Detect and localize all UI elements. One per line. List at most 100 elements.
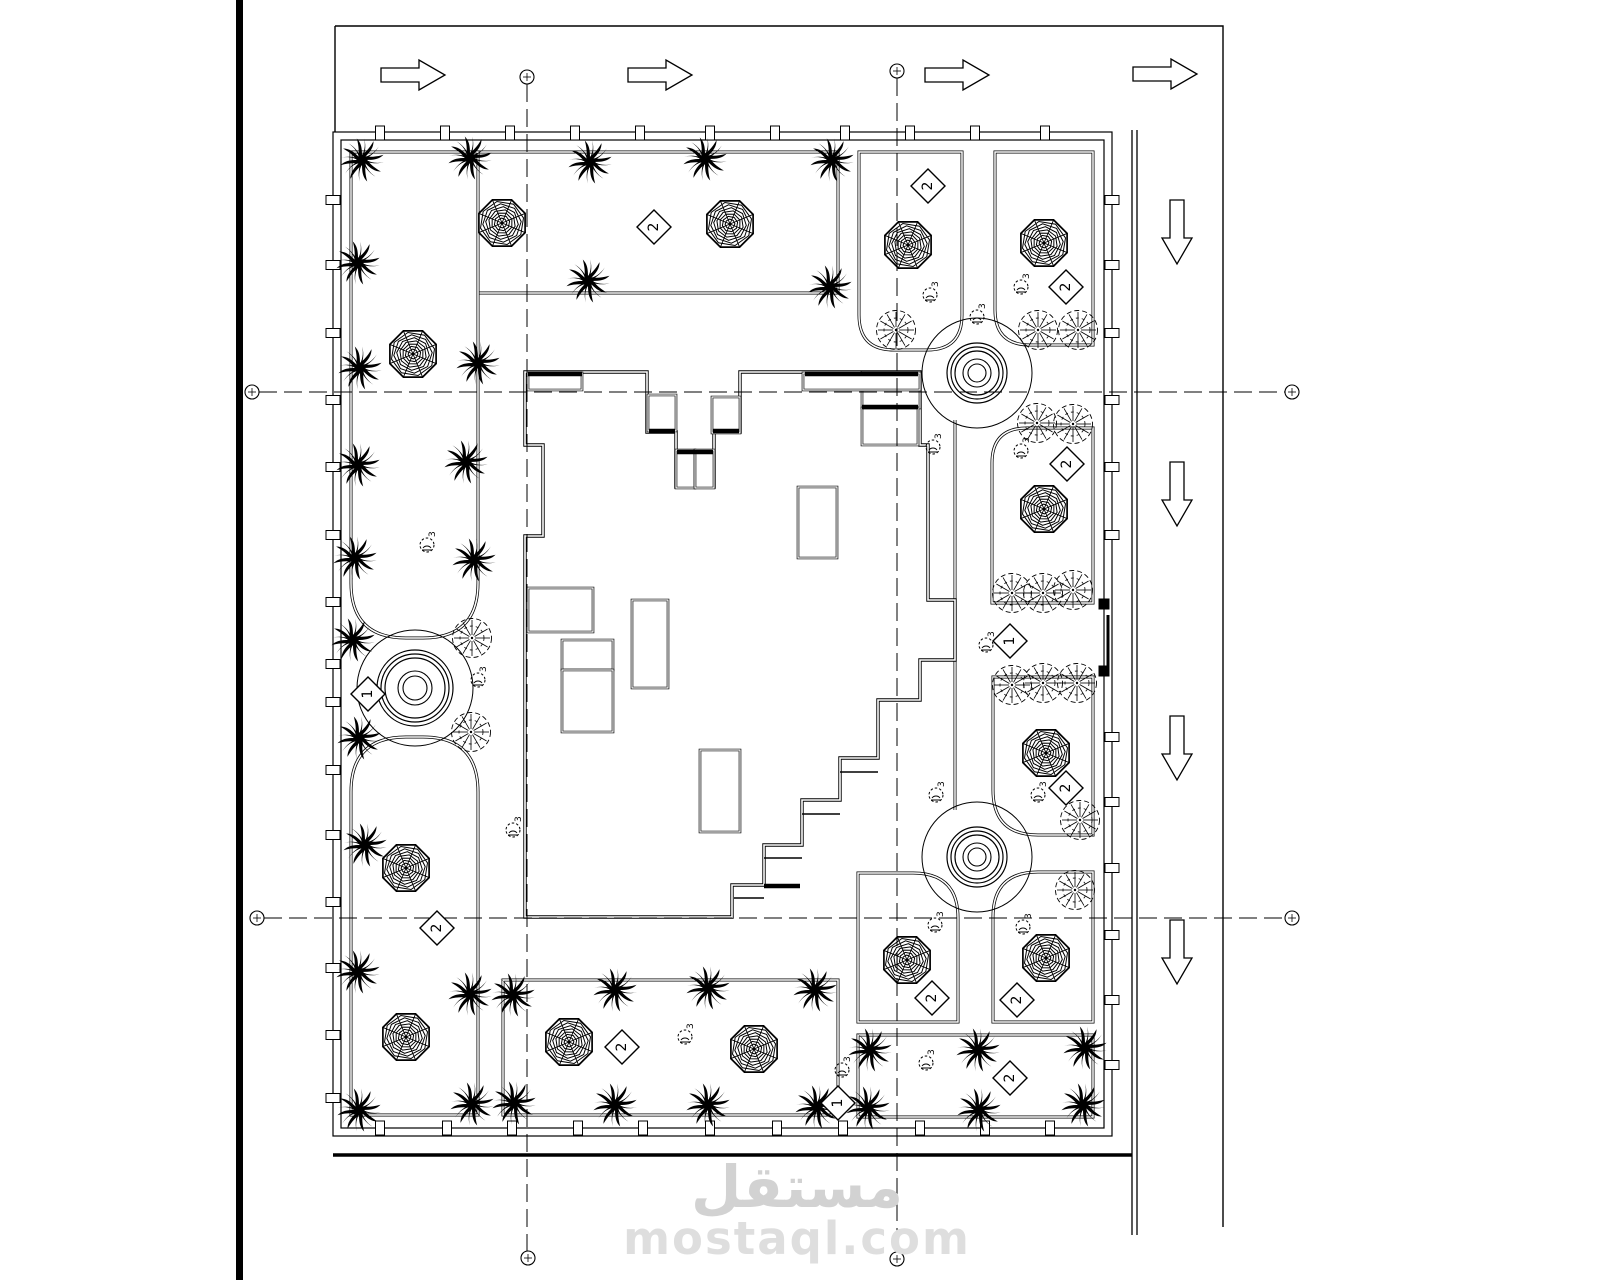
deciduous-tree-symbol: [1018, 310, 1058, 350]
palm-tree-symbol: [491, 973, 535, 1017]
wall-post: [635, 125, 645, 141]
fountain: [946, 826, 1008, 888]
deciduous-tree-symbol: [452, 618, 492, 658]
shrub-label: 3: [514, 816, 524, 822]
deciduous-tree-symbol: [1058, 310, 1098, 350]
palm-tree-symbol: [1063, 1026, 1107, 1070]
flow-arrow-down-icon: [1160, 199, 1194, 266]
shrub-label: 3: [479, 666, 489, 672]
shrub-label: 3: [428, 531, 438, 537]
shrub-label: 3: [937, 781, 947, 787]
shrub-label: 3: [927, 1049, 937, 1055]
palm-tree-symbol: [337, 716, 381, 760]
keynote-number: 2: [646, 223, 662, 232]
keynote-diamond: 2: [1048, 269, 1084, 305]
shrub-symbol: 3: [918, 1049, 937, 1071]
wall-post: [325, 1030, 341, 1040]
wall-post: [905, 125, 915, 141]
shrub-label: 3: [931, 281, 941, 287]
grid-end-marker: [249, 910, 265, 926]
flow-arrow-right-icon: [627, 58, 694, 92]
building-room: [630, 598, 670, 690]
wall-post: [1104, 395, 1120, 405]
palm-tree-symbol: [448, 136, 492, 180]
shrub-symbol: 3: [419, 531, 438, 553]
keynote-diamond: 2: [1049, 446, 1085, 482]
building-room: [674, 448, 697, 490]
palm-tree-symbol: [448, 972, 492, 1016]
palm-tree-symbol: [450, 1082, 494, 1126]
shrub-symbol: 3: [925, 433, 944, 455]
keynote-diamond: 2: [636, 209, 672, 245]
palm-tree-symbol: [340, 138, 384, 182]
wall-post: [573, 1120, 583, 1136]
shrub-label: 3: [843, 1056, 853, 1062]
keynote-number: 1: [1002, 637, 1018, 646]
wall-post: [325, 963, 341, 973]
wall-post: [1104, 530, 1120, 540]
wall-post: [1045, 1120, 1055, 1136]
wall-post: [325, 659, 341, 669]
gate-post: [1098, 598, 1110, 610]
wall-post: [505, 125, 515, 141]
keynote-diamond: 1: [350, 676, 386, 712]
pergola-umbrella-symbol: [478, 199, 526, 247]
pergola-umbrella-symbol: [1020, 485, 1068, 533]
shrub-symbol: 3: [505, 816, 524, 838]
wall-post: [1104, 930, 1120, 940]
keynote-number: 2: [429, 924, 445, 933]
wall-post: [325, 260, 341, 270]
wall-post: [705, 125, 715, 141]
shrub-symbol: 3: [470, 666, 489, 688]
building-layer: [523, 370, 957, 919]
keynote-diamond: 2: [419, 910, 455, 946]
keynote-number: 2: [1009, 996, 1025, 1005]
building-room: [560, 668, 615, 734]
shrub-label: 3: [987, 631, 997, 637]
shrub-symbol: 3: [677, 1023, 696, 1045]
wall-post: [375, 1120, 385, 1136]
palm-tree-symbol: [336, 950, 380, 994]
gate-post: [1098, 665, 1110, 677]
wall-post: [375, 125, 385, 141]
palm-tree-symbol: [456, 341, 500, 385]
pergola-umbrella-symbol: [545, 1018, 593, 1066]
shrub-symbol: 3: [1015, 913, 1034, 935]
deciduous-tree-symbol: [1057, 663, 1097, 703]
palm-tree-symbol: [957, 1088, 1001, 1132]
wall-post: [1104, 995, 1120, 1005]
keynote-number: 2: [1059, 460, 1075, 469]
site-wall-outer: [332, 131, 1113, 1137]
keynote-diamond: 2: [992, 1060, 1028, 1096]
grid-end-marker: [519, 69, 535, 85]
palm-tree-symbol: [337, 1088, 381, 1132]
keynote-number: 2: [1058, 283, 1074, 292]
keynote-diamond: 1: [820, 1085, 856, 1121]
keynote-number: 2: [920, 182, 936, 191]
palm-tree-symbol: [568, 140, 612, 184]
wall-post: [325, 195, 341, 205]
wall-post: [638, 1120, 648, 1136]
palm-tree-symbol: [1061, 1083, 1105, 1127]
palm-tree-symbol: [338, 346, 382, 390]
pergola-umbrella-symbol: [1020, 219, 1068, 267]
deciduous-tree-symbol: [876, 310, 916, 350]
pergola-umbrella-symbol: [883, 936, 931, 984]
wall-post: [1104, 732, 1120, 742]
shrub-symbol: 3: [978, 631, 997, 653]
building-room: [693, 448, 716, 490]
plaza-circle: [921, 801, 1033, 913]
pergola-umbrella-symbol: [382, 1013, 430, 1061]
building-room: [796, 485, 839, 560]
building-room: [646, 393, 678, 433]
fountain: [946, 342, 1008, 404]
drawing-border: [335, 25, 1224, 1227]
wall-post: [1104, 797, 1120, 807]
grid-end-marker: [1284, 384, 1300, 400]
shrub-symbol: 3: [834, 1056, 853, 1078]
shrub-symbol: 3: [1030, 781, 1049, 803]
pergola-umbrella-symbol: [706, 200, 754, 248]
pergola-umbrella-symbol: [389, 330, 437, 378]
palm-tree-symbol: [343, 823, 387, 867]
